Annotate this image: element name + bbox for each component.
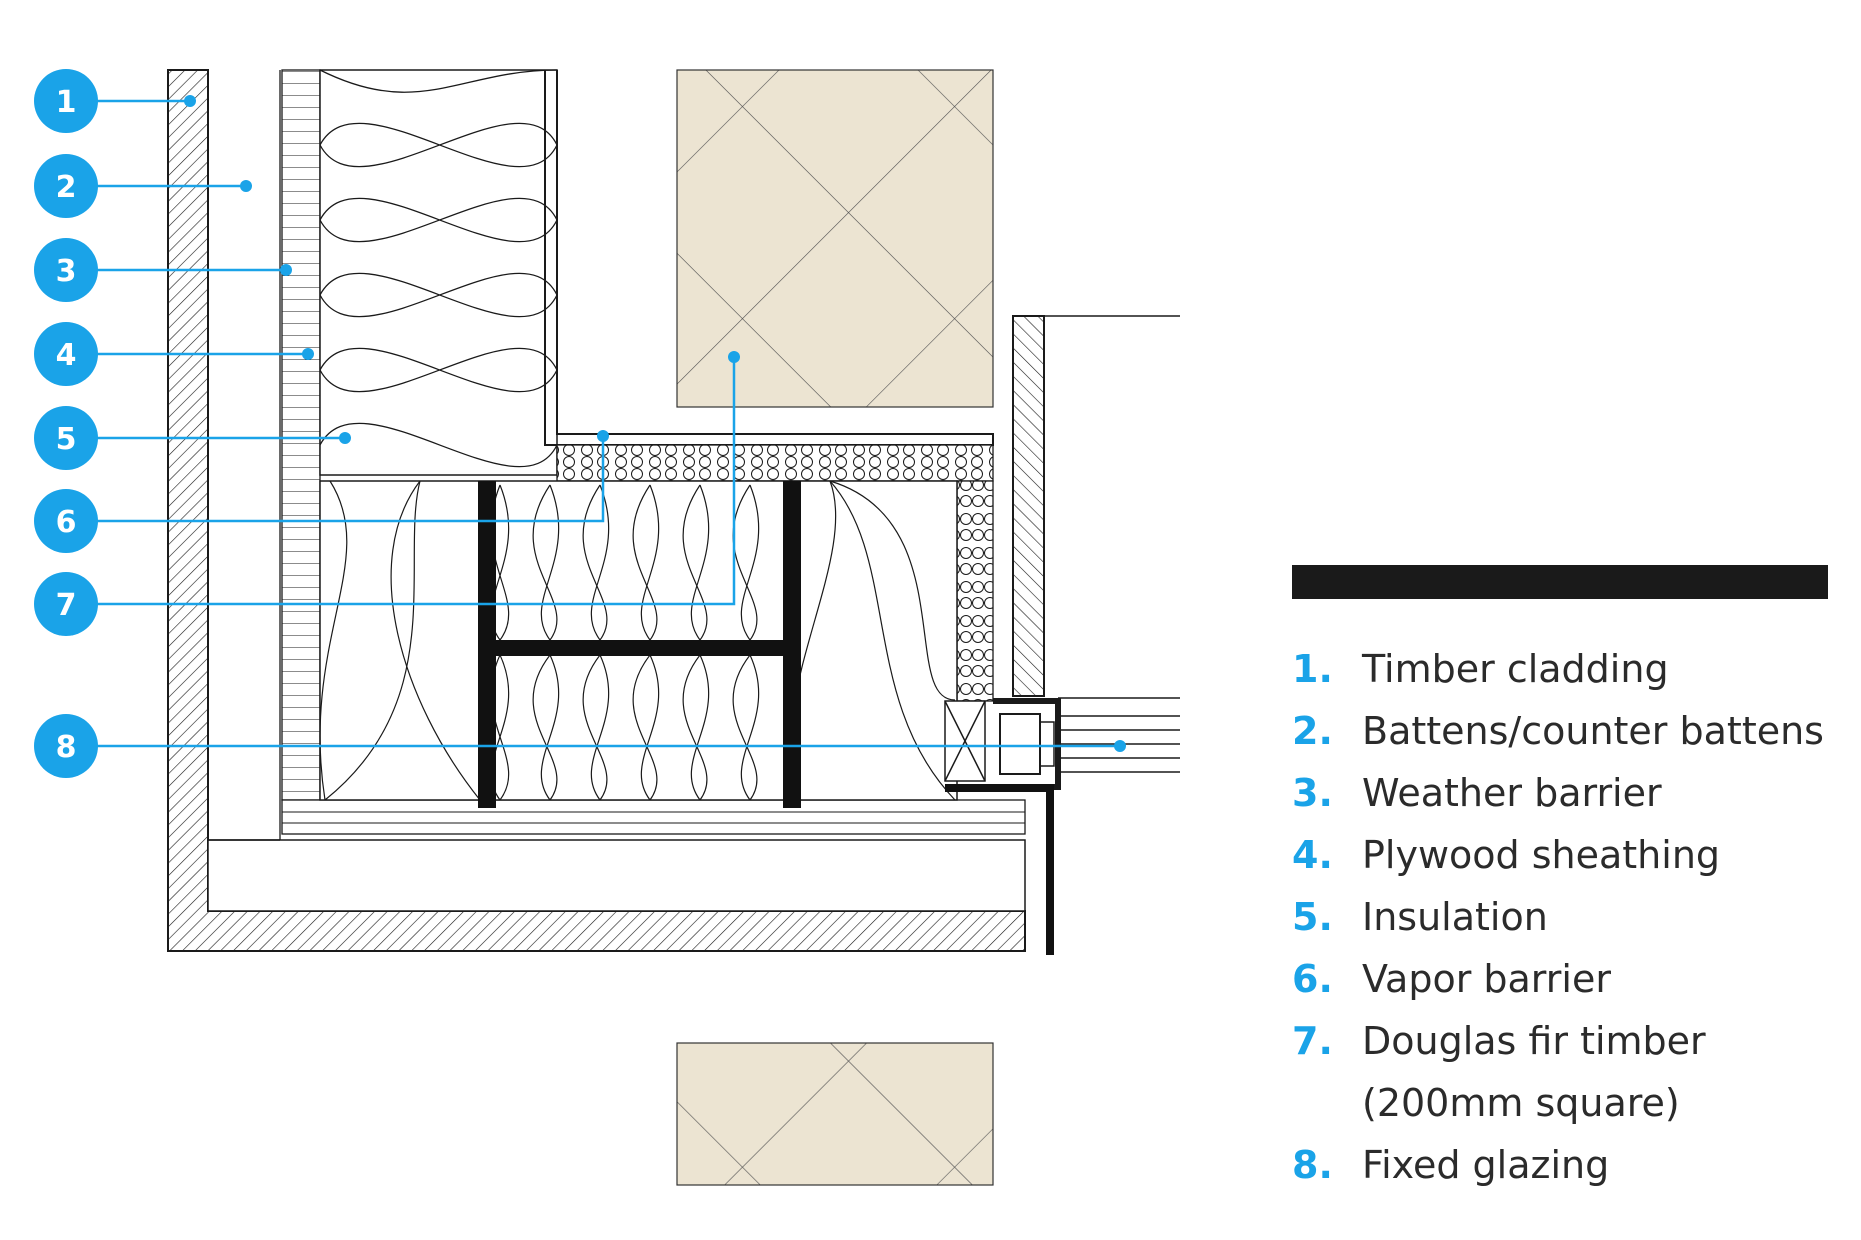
legend-label: Timber cladding — [1362, 647, 1669, 691]
callout-badge-6: 6 — [34, 489, 98, 553]
legend-item: 7. Douglas fir timber (200mm square) — [1292, 1010, 1852, 1134]
legend-item: 2. Battens/counter battens — [1292, 700, 1852, 762]
plywood-sheathing-horizontal — [281, 799, 1026, 835]
callout-badge-3: 3 — [34, 238, 98, 302]
fixed-glazing — [993, 697, 1180, 790]
callout-number: 4 — [56, 338, 77, 373]
callout-badge-1: 1 — [34, 69, 98, 133]
callout-badge-8: 8 — [34, 714, 98, 778]
legend-number: 7. — [1292, 1019, 1333, 1063]
legend-label: Fixed glazing — [1362, 1143, 1610, 1187]
callout-number: 7 — [56, 588, 77, 623]
legend-number: 8. — [1292, 1143, 1333, 1187]
callout-badge-4: 4 — [34, 322, 98, 386]
legend-number: 5. — [1292, 895, 1333, 939]
leader-lines — [66, 99, 1120, 748]
legend-item: 4. Plywood sheathing — [1292, 824, 1852, 886]
legend-item: 6. Vapor barrier — [1292, 948, 1852, 1010]
legend-label: Douglas fir timber — [1362, 1019, 1706, 1063]
plywood-sheathing-vertical — [281, 69, 321, 801]
tile-block-top — [676, 69, 994, 408]
callout-badge-5: 5 — [34, 406, 98, 470]
legend-label: Vapor barrier — [1362, 957, 1611, 1001]
legend-item: 1. Timber cladding — [1292, 638, 1852, 700]
callout-badge-2: 2 — [34, 154, 98, 218]
frame-block — [944, 700, 986, 782]
insulation-upper — [319, 69, 558, 476]
legend-label-continued: (200mm square) — [1362, 1081, 1680, 1125]
battens-bottom — [207, 839, 1026, 912]
leader-dots — [184, 95, 1126, 752]
legend-label: Plywood sheathing — [1362, 833, 1721, 877]
legend-number: 6. — [1292, 957, 1333, 1001]
legend-item: 8. Fixed glazing — [1292, 1134, 1852, 1196]
callout-badge-7: 7 — [34, 572, 98, 636]
callout-number: 8 — [56, 730, 77, 765]
legend-number: 4. — [1292, 833, 1333, 877]
legend-label: Weather barrier — [1362, 771, 1662, 815]
legend-label: Battens/counter battens — [1362, 709, 1824, 753]
legend-header-bar — [1292, 565, 1828, 599]
douglas-fir-timber — [478, 481, 801, 808]
legend-number: 3. — [1292, 771, 1333, 815]
sill-flashing — [945, 784, 1054, 955]
callout-number: 3 — [56, 254, 77, 289]
membrane-vertical — [956, 480, 994, 702]
legend: 1. Timber cladding 2. Battens/counter ba… — [1292, 638, 1852, 1196]
legend-number: 2. — [1292, 709, 1333, 753]
legend-item: 5. Insulation — [1292, 886, 1852, 948]
legend-number: 1. — [1292, 647, 1333, 691]
tile-block-bottom — [676, 1042, 994, 1186]
callout-number: 5 — [56, 422, 77, 457]
vapor-barrier-band — [556, 444, 994, 482]
callout-number: 6 — [56, 505, 77, 540]
outer-cladding-board — [1012, 315, 1045, 697]
callout-number: 1 — [56, 85, 77, 120]
callout-number: 2 — [56, 170, 77, 205]
vapor-barrier — [544, 70, 994, 446]
legend-item: 3. Weather barrier — [1292, 762, 1852, 824]
legend-label: Insulation — [1362, 895, 1548, 939]
